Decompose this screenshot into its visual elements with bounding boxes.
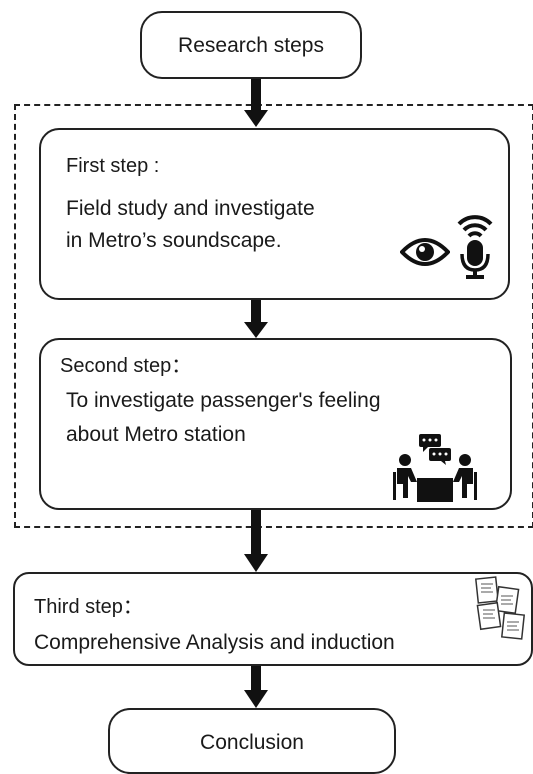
conclusion-node: Conclusion <box>108 708 396 774</box>
arrow-first-to-second <box>244 300 268 338</box>
eye-icon <box>400 238 450 266</box>
arrow-start-to-first <box>244 79 268 127</box>
conclusion-node-label: Conclusion <box>200 731 304 754</box>
third-step-heading: Third step： <box>34 596 143 618</box>
third-step-line-1: Comprehensive Analysis and induction <box>34 631 395 654</box>
second-step-line-2: about Metro station <box>66 423 246 446</box>
arrow-second-to-third <box>244 510 268 572</box>
second-step-box: Second step： To investigate passenger's … <box>39 338 512 510</box>
start-node: Research steps <box>140 11 362 79</box>
microphone-icon <box>457 215 493 279</box>
start-node-label: Research steps <box>178 34 324 57</box>
first-step-line-2: in Metro’s soundscape. <box>66 229 282 252</box>
documents-icon <box>475 576 526 640</box>
third-step-box: Third step： Comprehensive Analysis and i… <box>13 572 533 666</box>
second-step-heading: Second step： <box>60 355 192 377</box>
second-step-line-1: To investigate passenger's feeling <box>66 389 381 412</box>
first-step-line-1: Field study and investigate <box>66 197 315 220</box>
first-step-box: First step : Field study and investigate… <box>39 128 510 300</box>
first-step-heading: First step : <box>66 155 160 177</box>
arrow-third-to-conclusion <box>244 666 268 708</box>
meeting-icon <box>393 434 477 502</box>
